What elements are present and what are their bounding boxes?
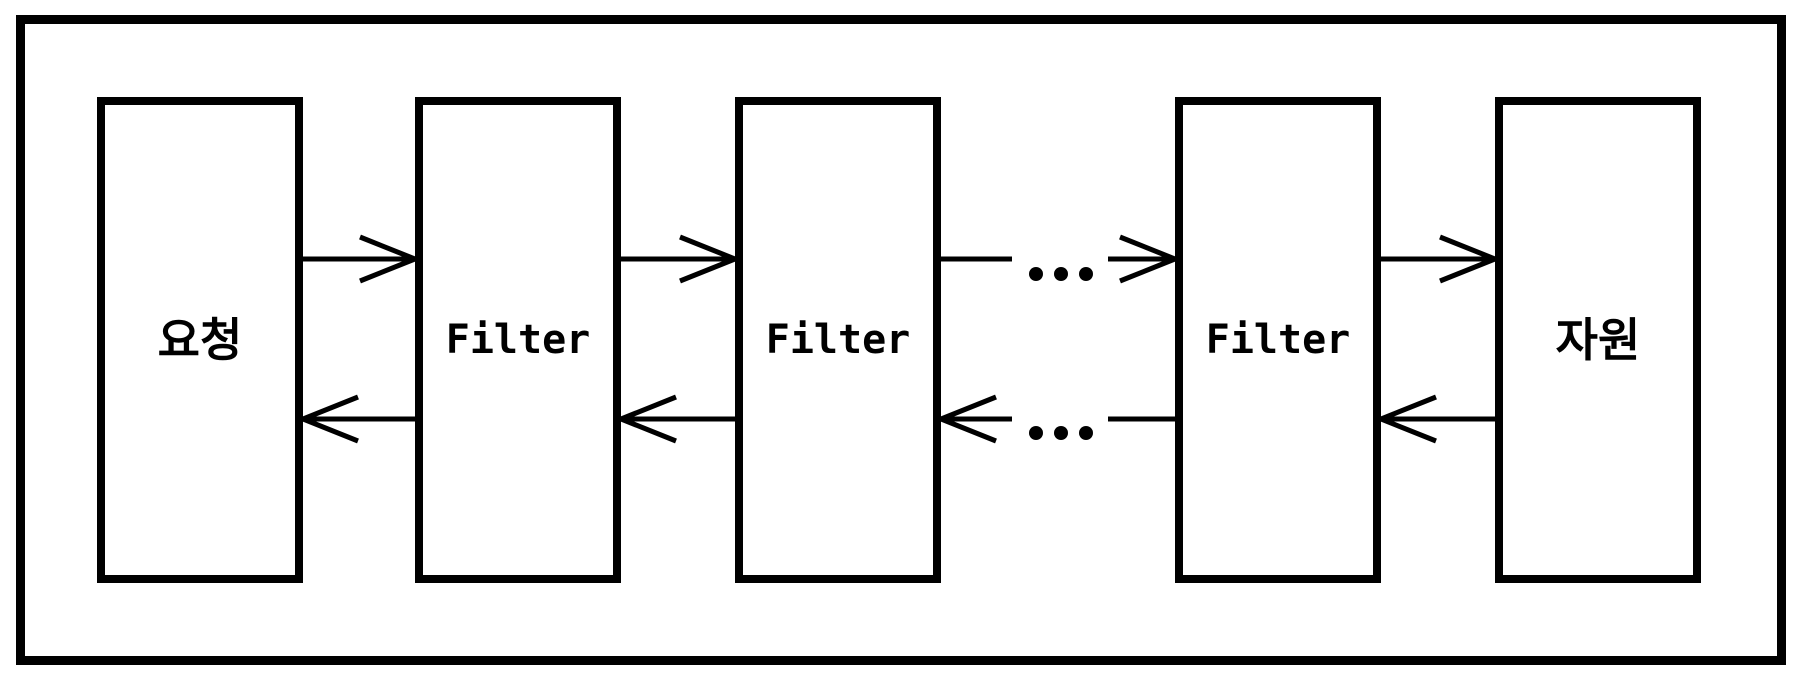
node-request-label: 요청 — [157, 313, 243, 367]
node-filter-2-label: Filter — [765, 317, 911, 363]
node-filter-2: Filter — [735, 97, 941, 583]
node-filter-n-label: Filter — [1205, 317, 1351, 363]
node-filter-n: Filter — [1175, 97, 1381, 583]
node-filter-1: Filter — [415, 97, 621, 583]
node-resource-label: 자원 — [1555, 313, 1641, 367]
node-request: 요청 — [97, 97, 303, 583]
node-filter-1-label: Filter — [445, 317, 591, 363]
node-resource: 자원 — [1495, 97, 1701, 583]
